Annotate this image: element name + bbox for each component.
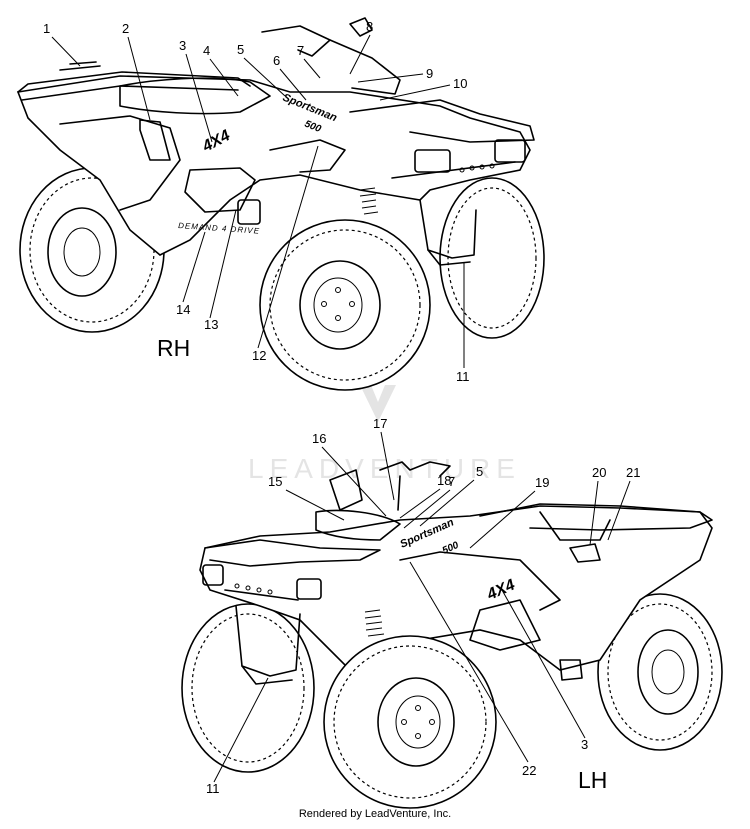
callout-bottom-21: 21 [626,465,640,480]
bottom-front-near-wheel [323,635,497,809]
callout-top-4: 4 [203,43,210,58]
side-label-right: RH [157,335,190,361]
callout-bottom-16: 16 [312,431,326,446]
callout-top-6: 6 [273,53,280,68]
callout-top-8: 8 [366,19,373,34]
callout-bottom-3: 3 [581,737,588,752]
callout-top-12: 12 [252,348,266,363]
callout-bottom-11: 11 [206,781,220,796]
callout-top-11: 11 [456,369,470,384]
callout-bottom-22: 22 [522,763,536,778]
callout-bottom-19: 19 [535,475,549,490]
watermark-text: LEADVENTURE [248,453,521,484]
top-front-far-wheel [439,177,545,339]
top-callouts: 1 2 3 4 5 6 7 8 9 10 11 12 13 14 RH [43,19,470,384]
callout-top-9: 9 [426,66,433,81]
top-front-near-wheel [259,219,431,391]
bottom-callouts: 16 17 15 18 5 7 19 20 21 11 22 3 LH [206,416,640,796]
callout-bottom-7: 7 [448,474,455,489]
watermark: LEADVENTURE [248,385,521,484]
callout-top-5: 5 [237,42,244,57]
callout-top-14: 14 [176,302,190,317]
atv-left-hand-view: 4X4 Sportsman 500 [181,461,723,809]
callout-bottom-18: 18 [437,473,451,488]
callout-top-10: 10 [453,76,467,91]
callout-bottom-15: 15 [268,474,282,489]
bottom-front-far-wheel [181,603,315,773]
callout-top-7: 7 [297,43,304,58]
side-label-left: LH [578,767,607,793]
bottom-rear-wheel [597,593,723,751]
footer-credit: Rendered by LeadVenture, Inc. [298,808,452,820]
atv-right-hand-view: 4X4 Sportsman 500 DEMAND 4 DRIVE [16,17,545,391]
callout-bottom-5: 5 [476,464,483,479]
callout-top-1: 1 [43,21,50,36]
callout-top-13: 13 [204,317,218,332]
callout-bottom-20: 20 [592,465,606,480]
callout-top-3: 3 [179,38,186,53]
callout-top-2: 2 [122,21,129,36]
callout-bottom-17: 17 [373,416,387,431]
